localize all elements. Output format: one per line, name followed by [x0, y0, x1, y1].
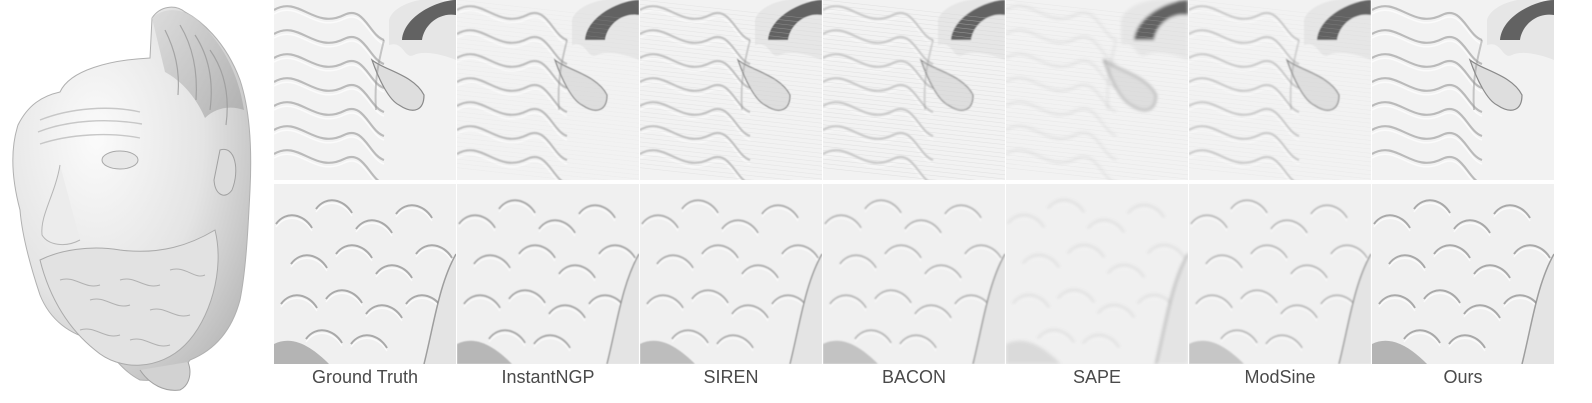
- bust-image: [12, 6, 252, 391]
- crop-beard-ours: [1372, 184, 1554, 364]
- crop-ear-instantngp: [457, 0, 639, 180]
- column-label: SIREN: [703, 367, 759, 387]
- column-label: InstantNGP: [501, 367, 595, 387]
- crop-ear-ours: [1372, 0, 1554, 180]
- column-label: ModSine: [1244, 367, 1316, 387]
- column-label: Ground Truth: [311, 367, 419, 387]
- column-label: Ours: [1443, 367, 1483, 387]
- crop-ear-siren: [640, 0, 822, 180]
- crop-ear-bacon: [823, 0, 1005, 180]
- crop-ear-modsine: [1189, 0, 1371, 180]
- crop-ear-sape: [1006, 0, 1188, 180]
- column-label: BACON: [881, 367, 946, 387]
- crop-beard-siren: [640, 184, 822, 364]
- crop-ear-ground-truth: [274, 0, 456, 180]
- column-label: SAPE: [1072, 367, 1122, 387]
- crop-beard-modsine: [1189, 184, 1371, 364]
- crop-beard-bacon: [823, 184, 1005, 364]
- crop-beard-ground-truth: [274, 184, 456, 364]
- crop-beard-sape: [1006, 184, 1188, 364]
- crop-beard-instantngp: [457, 184, 639, 364]
